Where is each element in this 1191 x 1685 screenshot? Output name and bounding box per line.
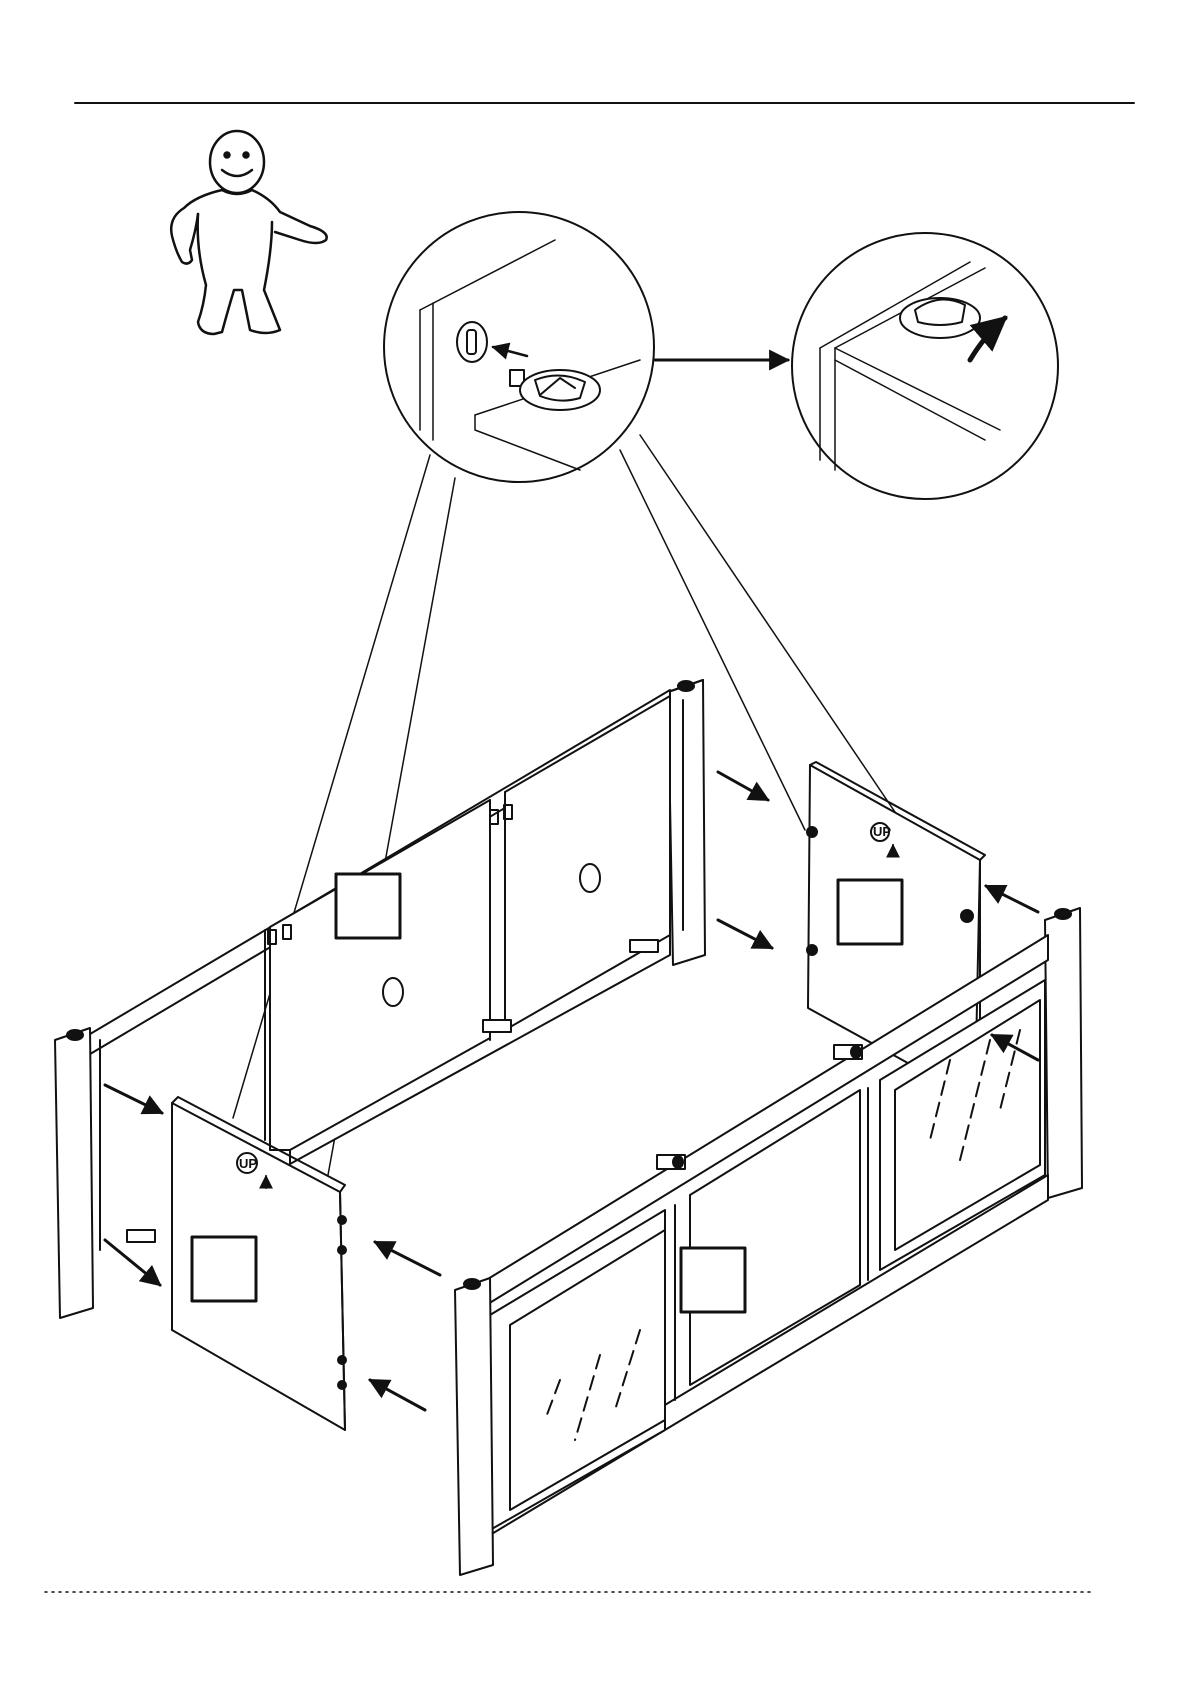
part-label-box [336, 874, 400, 938]
panel-up-mark-right: UP [873, 824, 891, 839]
part-label-box-front [681, 1248, 745, 1312]
pointing-person-icon [171, 131, 326, 334]
detail-callout-insert-clip [384, 212, 654, 482]
detail-callout-rotate-clip [792, 233, 1058, 499]
panel-up-mark-left: UP [239, 1156, 257, 1171]
